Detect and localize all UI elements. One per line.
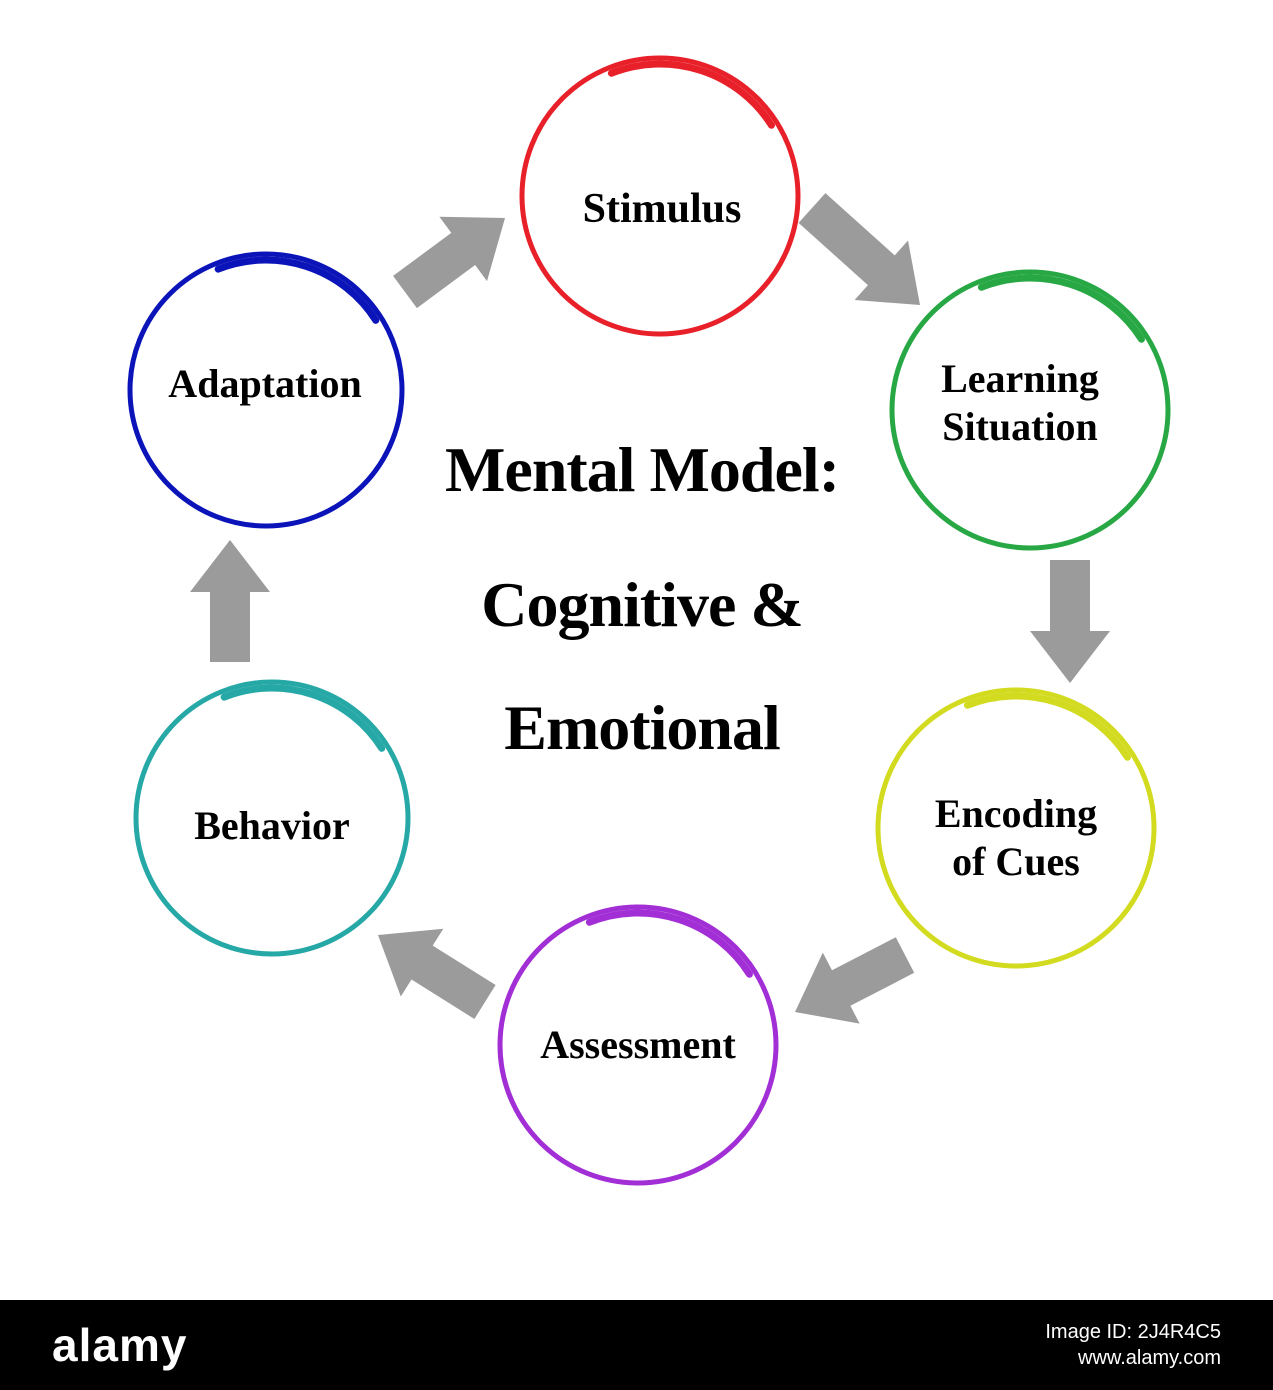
- node-label-stimulus: Stimulus: [583, 184, 742, 234]
- node-ring-encoding-of-cues: [875, 687, 1157, 969]
- arrow-behavior-to-adaptation: [190, 540, 270, 662]
- node-label-encoding-of-cues-line-2: of Cues: [952, 839, 1080, 884]
- node-ring-learning-situation: [889, 269, 1171, 551]
- node-overstroke-assessment: [585, 909, 753, 978]
- arrow-learning-to-encoding: [1030, 560, 1110, 683]
- node-circle-encoding-of-cues: [875, 687, 1157, 969]
- arrow-adaptation-to-stimulus: [393, 216, 505, 309]
- node-label-behavior: Behavior: [194, 802, 350, 850]
- node-circle-assessment: [497, 904, 779, 1186]
- node-label-assessment-line-1: Assessment: [540, 1022, 736, 1067]
- node-label-encoding-of-cues-line-1: Encoding: [934, 791, 1098, 836]
- node-overstroke-behavior: [220, 684, 386, 752]
- node-circle-adaptation: [127, 251, 405, 529]
- node-label-assessment: Assessment: [540, 1021, 736, 1069]
- title-line-1: Mental Model:: [445, 434, 840, 505]
- title-line-2: Cognitive &: [481, 569, 803, 640]
- node-label-adaptation: Adaptation: [168, 360, 361, 408]
- node-label-encoding-of-cues: Encoding of Cues: [935, 790, 1097, 886]
- node-label-learning-situation-line-2: Situation: [942, 404, 1098, 449]
- node-label-learning-situation: Learning Situation: [941, 355, 1099, 451]
- footer-info: Image ID: 2J4R4C5 www.alamy.com: [1045, 1319, 1221, 1371]
- node-overstroke-stimulus: [607, 60, 775, 129]
- node-ring-stimulus: [519, 55, 801, 337]
- brand-logo: alamy: [52, 1319, 188, 1371]
- node-label-adaptation-line-1: Adaptation: [168, 361, 362, 406]
- node-circle-learning-situation: [889, 269, 1171, 551]
- node-overstroke-adaptation: [214, 256, 380, 324]
- diagram-graphics: [127, 55, 1171, 1186]
- node-label-learning-situation-line-1: Learning: [941, 356, 1099, 401]
- footer-bar: alamy Image ID: 2J4R4C5 www.alamy.com: [0, 1300, 1273, 1390]
- node-ring-behavior: [133, 679, 411, 957]
- title-line-3: Emotional: [504, 692, 780, 763]
- node-ring-adaptation: [127, 251, 405, 529]
- arrow-stimulus-to-learning: [798, 193, 920, 305]
- node-ring-assessment: [497, 904, 779, 1186]
- node-label-behavior-line-1: Behavior: [194, 803, 350, 848]
- image-id-text: Image ID: 2J4R4C5: [1045, 1321, 1221, 1343]
- node-overstroke-learning-situation: [977, 274, 1145, 343]
- site-url-text: www.alamy.com: [1078, 1347, 1221, 1369]
- arrow-encoding-to-assessment: [795, 937, 915, 1024]
- node-circle-behavior: [133, 679, 411, 957]
- node-overstroke-encoding-of-cues: [963, 692, 1131, 761]
- node-label-stimulus-line-1: Stimulus: [582, 185, 742, 232]
- diagram-canvas: Mental Model: Cognitive & Emotional Stim…: [127, 55, 1171, 1186]
- node-circle-stimulus: [519, 55, 801, 337]
- arrow-assessment-to-behavior: [378, 928, 496, 1019]
